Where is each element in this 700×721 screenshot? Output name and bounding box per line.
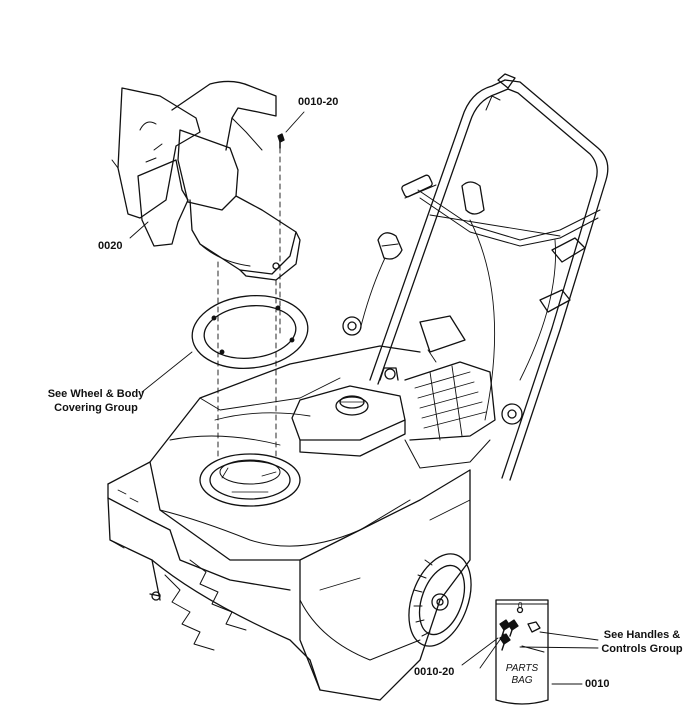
- callout-parts-bag-code: 0010: [585, 678, 610, 690]
- body-housing: [107, 345, 472, 701]
- callout-wheel-body-line2: Covering Group: [54, 402, 138, 414]
- callout-wheel-body-line1: See Wheel & Body: [47, 388, 145, 400]
- leader-lines: [129, 111, 599, 685]
- callout-screw-bottom: 0010-20: [414, 666, 455, 678]
- parts-bag-label-line2: BAG: [511, 675, 533, 686]
- callout-chute: 0020: [98, 240, 123, 252]
- parts-bag: [495, 599, 549, 705]
- parts-bag-label-line1: PARTS: [505, 663, 539, 674]
- parts-bag-mark: 0: [518, 601, 523, 610]
- callout-screw-top: 0010-20: [298, 96, 339, 108]
- callout-handles-line2: Controls Group: [601, 643, 683, 655]
- discharge-chute: [111, 80, 301, 281]
- engine: [291, 315, 496, 469]
- chute-ring-gasket: [191, 295, 309, 369]
- callout-handles-line1: See Handles &: [603, 629, 681, 641]
- alignment-lines: [217, 147, 281, 461]
- screw-icon: [277, 133, 285, 149]
- handle-assembly: [342, 73, 609, 481]
